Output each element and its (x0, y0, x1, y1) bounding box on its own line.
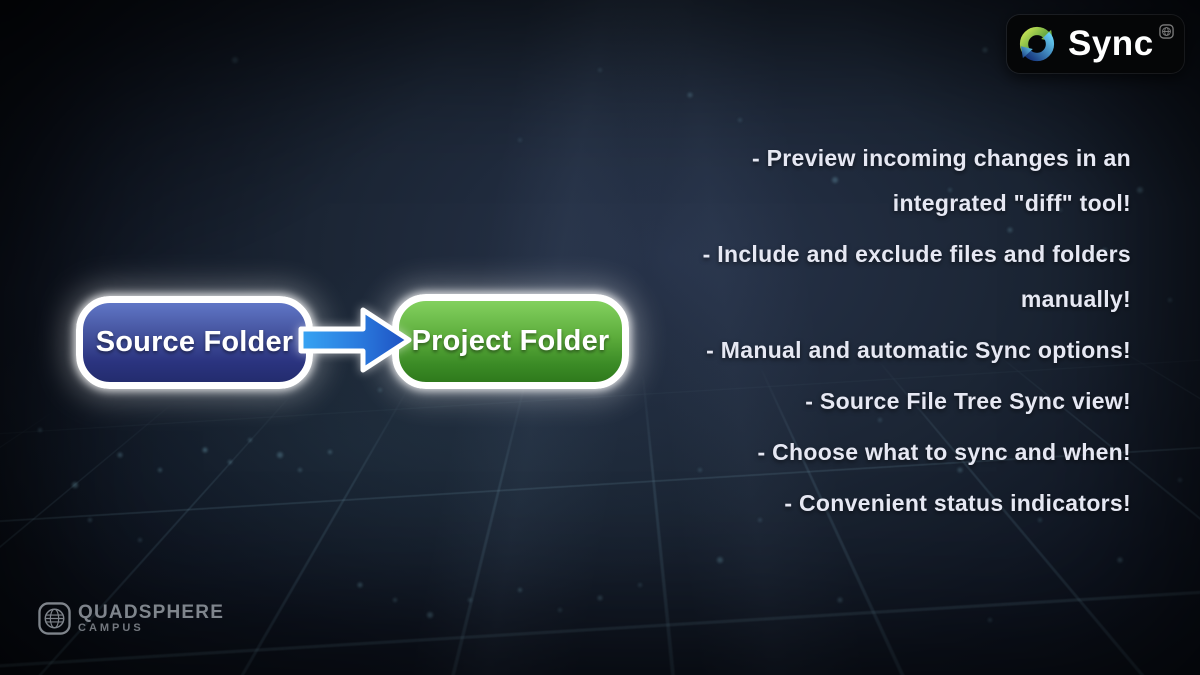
quadsphere-text: QUADSPHERE CAMPUS (78, 603, 224, 634)
quadsphere-logo: QUADSPHERE CAMPUS (38, 602, 224, 635)
quadsphere-campus: CAMPUS (78, 622, 144, 634)
feature-line: - Preview incoming changes in an (752, 145, 1131, 171)
source-folder-label: Source Folder (95, 326, 294, 358)
quadsphere-name: QUADSPHERE (78, 602, 225, 623)
feature-line: - Convenient status indicators! (784, 490, 1131, 516)
feature-item: - Choose what to sync and when! (661, 430, 1131, 475)
feature-item: - Source File Tree Sync view! (661, 379, 1131, 424)
source-folder-node: Source Folder (76, 296, 313, 389)
globe-icon (1158, 24, 1174, 39)
sync-arrows-icon (1019, 26, 1055, 62)
feature-list: - Preview incoming changes in an integrat… (661, 136, 1131, 532)
feature-line: - Choose what to sync and when! (757, 439, 1131, 465)
sync-app-name: Sync (1068, 24, 1154, 63)
quadsphere-globe-icon (38, 602, 71, 635)
feature-item: - Manual and automatic Sync options! (661, 328, 1131, 373)
feature-line: - Source File Tree Sync view! (805, 388, 1131, 414)
sync-direction-arrow (298, 307, 412, 373)
feature-line: - Manual and automatic Sync options! (706, 337, 1131, 363)
feature-line: - Include and exclude files and folders (702, 241, 1131, 267)
feature-line: manually! (1020, 286, 1131, 312)
feature-item: - Convenient status indicators! (661, 481, 1131, 526)
project-folder-label: Project Folder (411, 325, 610, 357)
feature-line: integrated "diff" tool! (892, 190, 1131, 216)
project-folder-node: Project Folder (392, 294, 629, 389)
feature-item: - Include and exclude files and folders m… (661, 232, 1131, 322)
sync-app-badge: Sync (1007, 15, 1184, 73)
feature-item: - Preview incoming changes in an integrat… (661, 136, 1131, 226)
